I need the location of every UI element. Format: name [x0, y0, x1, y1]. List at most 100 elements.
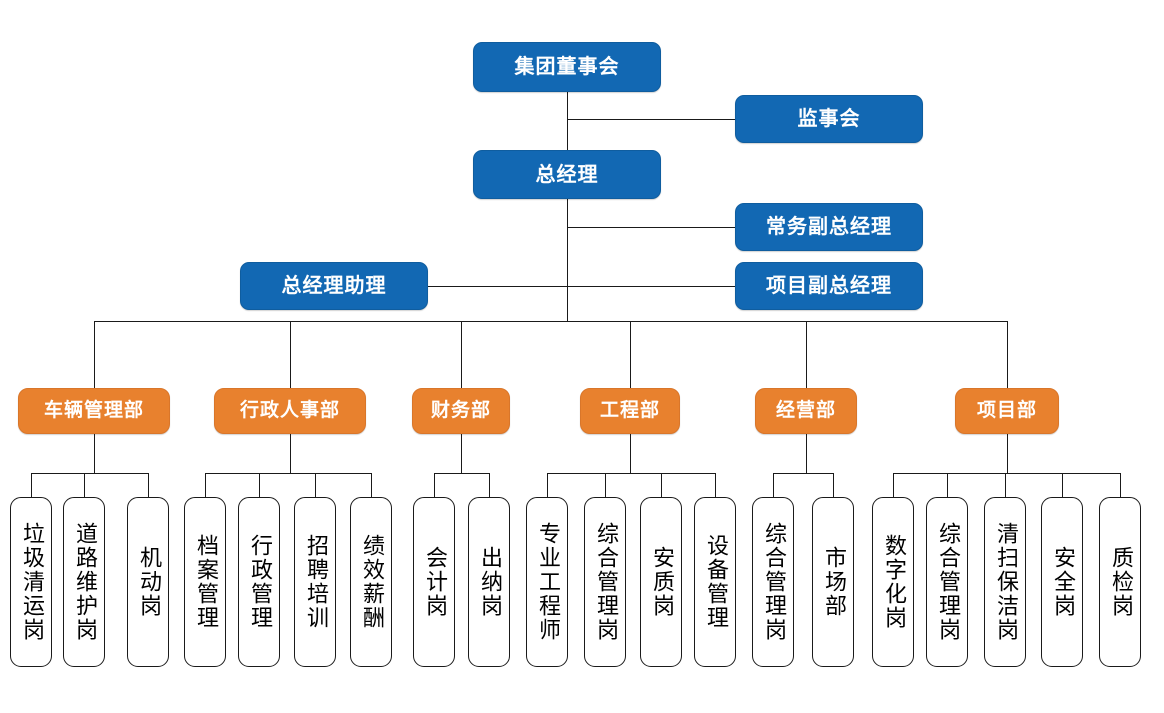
connector-leaf-stem-5-0 — [893, 473, 894, 497]
connector-leaf-stem-4-1 — [833, 473, 834, 497]
connector-leaf-stem-0-2 — [148, 473, 149, 497]
node-position-1-2[interactable]: 招聘培训 — [294, 497, 336, 667]
connector-dept-stem-2 — [461, 434, 462, 473]
connector-leaf-stem-2-0 — [434, 473, 435, 497]
node-position-1-0-label: 档案管理 — [193, 534, 218, 630]
connector-dept-stem-4 — [806, 434, 807, 473]
node-position-3-1-label: 综合管理岗 — [593, 522, 618, 642]
node-position-3-0[interactable]: 专业工程师 — [526, 497, 568, 667]
node-department-3-label: 工程部 — [599, 399, 660, 421]
node-position-5-1[interactable]: 综合管理岗 — [926, 497, 968, 667]
node-position-3-3-label: 设备管理 — [703, 534, 728, 630]
connector-leaf-stem-3-2 — [661, 473, 662, 497]
connector-leaf-stem-1-2 — [315, 473, 316, 497]
node-project-deputy[interactable]: 项目副总经理 — [735, 262, 923, 310]
connector-dept-stem-1 — [290, 434, 291, 473]
connector-bus-to-dept-4 — [806, 321, 807, 388]
node-position-0-1-label: 道路维护岗 — [72, 522, 97, 642]
node-position-0-2-label: 机动岗 — [136, 546, 161, 618]
node-exec-deputy[interactable]: 常务副总经理 — [735, 203, 923, 251]
node-position-4-0[interactable]: 综合管理岗 — [752, 497, 794, 667]
node-position-4-0-label: 综合管理岗 — [761, 522, 786, 642]
connector-gm-spine — [567, 199, 568, 321]
node-position-3-2-label: 安质岗 — [649, 546, 674, 618]
connector-leaf-stem-3-3 — [715, 473, 716, 497]
node-position-5-1-label: 综合管理岗 — [935, 522, 960, 642]
node-position-0-0-label: 垃圾清运岗 — [19, 522, 44, 642]
node-department-0[interactable]: 车辆管理部 — [18, 388, 170, 434]
connector-dept-bus-3 — [547, 473, 715, 474]
node-gm-assistant[interactable]: 总经理助理 — [240, 262, 428, 310]
connector-leaf-stem-5-4 — [1120, 473, 1121, 497]
node-position-5-3-label: 安全岗 — [1050, 546, 1075, 618]
node-position-4-1-label: 市场部 — [821, 546, 846, 618]
connector-bus-to-dept-3 — [630, 321, 631, 388]
node-position-1-0[interactable]: 档案管理 — [184, 497, 226, 667]
node-department-4[interactable]: 经营部 — [755, 388, 857, 434]
connector-leaf-stem-1-3 — [371, 473, 372, 497]
node-position-5-2[interactable]: 清扫保洁岗 — [984, 497, 1026, 667]
node-position-3-2[interactable]: 安质岗 — [640, 497, 682, 667]
node-position-1-3-label: 绩效薪酬 — [359, 534, 384, 630]
node-position-5-0[interactable]: 数字化岗 — [872, 497, 914, 667]
node-position-1-1-label: 行政管理 — [247, 534, 272, 630]
connector-bus-to-dept-5 — [1007, 321, 1008, 388]
connector-leaf-stem-3-0 — [547, 473, 548, 497]
node-position-2-0-label: 会计岗 — [422, 546, 447, 618]
node-department-5[interactable]: 项目部 — [955, 388, 1059, 434]
node-position-5-4[interactable]: 质检岗 — [1099, 497, 1141, 667]
node-gm-assistant-label: 总经理助理 — [281, 275, 387, 297]
node-supervisory[interactable]: 监事会 — [735, 95, 923, 143]
node-position-3-3[interactable]: 设备管理 — [694, 497, 736, 667]
connector-leaf-stem-1-0 — [205, 473, 206, 497]
node-position-4-1[interactable]: 市场部 — [812, 497, 854, 667]
node-position-0-2[interactable]: 机动岗 — [127, 497, 169, 667]
connector-bus-to-dept-0 — [94, 321, 95, 388]
node-department-1-label: 行政人事部 — [239, 399, 340, 421]
node-position-1-3[interactable]: 绩效薪酬 — [350, 497, 392, 667]
node-department-1[interactable]: 行政人事部 — [214, 388, 366, 434]
node-department-5-label: 项目部 — [976, 399, 1037, 421]
connector-leaf-stem-5-3 — [1062, 473, 1063, 497]
node-board-label: 集团董事会 — [514, 56, 620, 78]
node-position-1-2-label: 招聘培训 — [303, 534, 328, 630]
node-position-5-4-label: 质检岗 — [1108, 546, 1133, 618]
node-position-5-3[interactable]: 安全岗 — [1041, 497, 1083, 667]
node-department-2-label: 财务部 — [430, 399, 491, 421]
connector-dept-bus-1 — [205, 473, 371, 474]
connector-dept-stem-3 — [630, 434, 631, 473]
node-position-0-0[interactable]: 垃圾清运岗 — [10, 497, 52, 667]
connector-gm-to-project-deputy — [567, 286, 735, 287]
node-department-0-label: 车辆管理部 — [43, 399, 144, 421]
node-exec-deputy-label: 常务副总经理 — [766, 216, 892, 238]
node-department-3[interactable]: 工程部 — [580, 388, 680, 434]
connector-board-to-gm — [567, 92, 568, 150]
connector-bus-to-dept-1 — [290, 321, 291, 388]
connector-dept-bus-4 — [773, 473, 833, 474]
node-general-manager[interactable]: 总经理 — [473, 150, 661, 199]
node-department-4-label: 经营部 — [775, 399, 836, 421]
connector-dept-stem-0 — [94, 434, 95, 473]
connector-leaf-stem-5-1 — [947, 473, 948, 497]
connector-dept-stem-5 — [1007, 434, 1008, 473]
node-position-1-1[interactable]: 行政管理 — [238, 497, 280, 667]
node-supervisory-label: 监事会 — [797, 108, 861, 130]
connector-leaf-stem-0-0 — [31, 473, 32, 497]
node-board[interactable]: 集团董事会 — [473, 42, 661, 92]
node-department-2[interactable]: 财务部 — [412, 388, 510, 434]
node-position-2-0[interactable]: 会计岗 — [413, 497, 455, 667]
connector-bus-to-dept-2 — [461, 321, 462, 388]
connector-board-to-supervisory — [567, 119, 735, 120]
node-position-3-1[interactable]: 综合管理岗 — [584, 497, 626, 667]
node-position-2-1[interactable]: 出纳岗 — [468, 497, 510, 667]
connector-dept-bus-2 — [434, 473, 489, 474]
connector-leaf-stem-4-0 — [773, 473, 774, 497]
node-position-3-0-label: 专业工程师 — [535, 522, 560, 642]
department-bus — [94, 321, 1007, 322]
connector-gm-to-assistant — [428, 286, 567, 287]
node-position-0-1[interactable]: 道路维护岗 — [63, 497, 105, 667]
connector-leaf-stem-0-1 — [84, 473, 85, 497]
connector-leaf-stem-1-1 — [259, 473, 260, 497]
node-general-manager-label: 总经理 — [535, 163, 599, 186]
